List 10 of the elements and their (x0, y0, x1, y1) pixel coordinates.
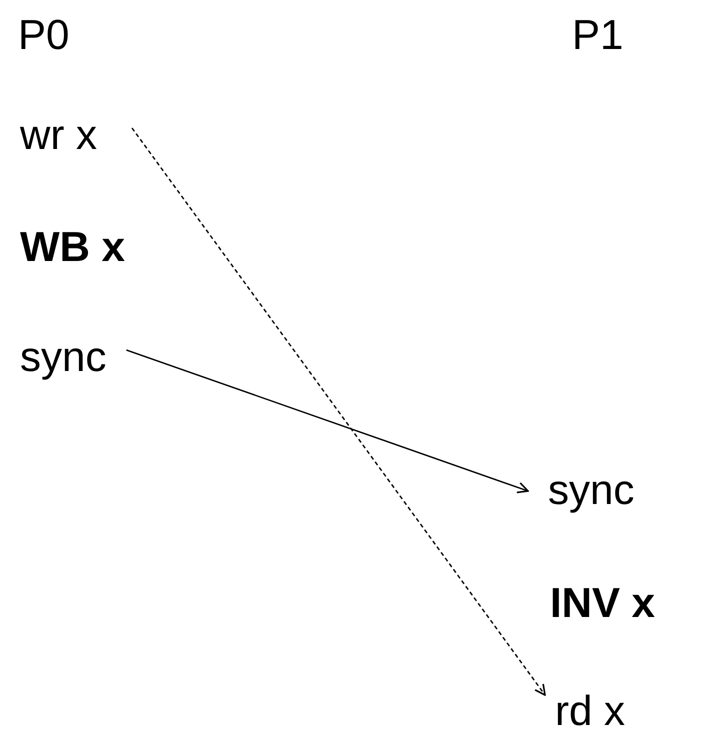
operation-label: INV x (550, 582, 656, 624)
step-label: rd x (555, 690, 626, 732)
arrow (126, 349, 529, 494)
step-label: sync (548, 469, 634, 511)
step-label: sync (20, 336, 106, 378)
operation-label: WB x (20, 226, 125, 268)
process-heading: P0 (18, 14, 70, 56)
arrow (131, 128, 546, 696)
step-label: wr x (20, 114, 97, 156)
process-heading: P1 (572, 14, 624, 56)
